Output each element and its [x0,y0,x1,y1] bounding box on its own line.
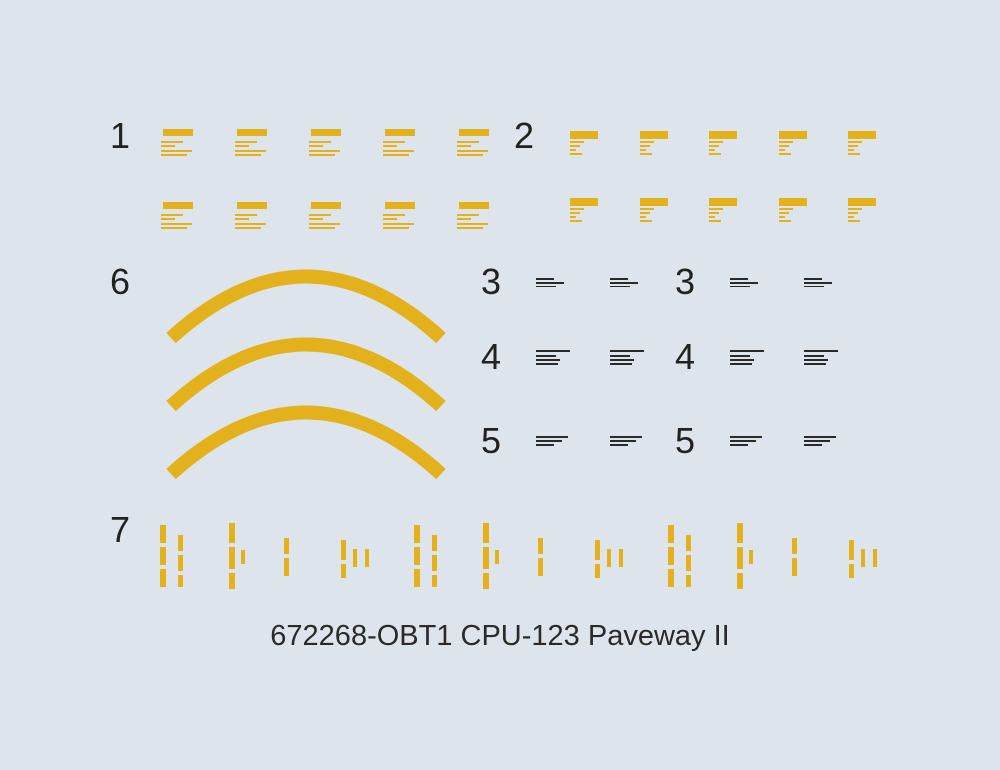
group-label-3b: 3 [675,261,696,302]
decal-2-stencil [779,131,807,155]
decal-2-stencil [848,198,876,222]
decal-7-stripe [414,525,437,587]
group-label-4a: 4 [481,336,502,377]
sheet-caption: 672268-OBT1 CPU-123 Paveway II [270,620,730,652]
decal-6-arc-band [166,405,446,480]
decal-2-stencil [709,198,737,222]
decal-7-stripe [792,538,797,576]
decal-4-stencil [610,350,644,365]
decal-4-stencil [536,350,570,365]
decal-6-arc-band [166,269,446,344]
decal-1-stencil [383,202,415,229]
group-label-6: 6 [110,261,131,302]
decal-2-stencil [570,198,598,222]
decal-7-stripe [229,523,245,589]
decal-2-stencil [779,198,807,222]
decal-3-stencil [730,278,758,287]
decal-2-stencil [640,198,668,222]
decal-2-stencil [570,131,598,155]
group-label-5a: 5 [481,420,502,461]
group-label-5b: 5 [675,420,696,461]
group-label-7: 7 [110,509,131,550]
group-label-3a: 3 [481,261,502,302]
decal-1-stencil [235,129,267,156]
group-label-2: 2 [514,115,535,156]
decal-7-stripe [341,540,369,578]
decal-3-stencil [804,278,832,287]
group-label-4b: 4 [675,336,696,377]
decal-7-stripe [538,538,543,576]
decal-6-arc-band [166,337,446,412]
decal-1-stencil [161,202,193,229]
decal-7-stripe [483,523,499,589]
decal-2-stencil [848,131,876,155]
decal-1-stencil [235,202,267,229]
decal-7-stripe [737,523,753,589]
decal-7-stripe [160,525,183,587]
decal-1-stencil [457,129,489,156]
decal-1-stencil [457,202,489,229]
decal-5-stencil [804,436,836,446]
decal-5-stencil [536,436,568,446]
decal-7-stripe [284,538,289,576]
decal-7-stripe [668,525,691,587]
decal-5-stencil [730,436,762,446]
decal-1-stencil [383,129,415,156]
decal-5-stencil [610,436,642,446]
decal-1-stencil [161,129,193,156]
decal-3-stencil [610,278,638,287]
decal-4-stencil [804,350,838,365]
decal-3-stencil [536,278,564,287]
decal-1-stencil [309,129,341,156]
decal-2-stencil [709,131,737,155]
decal-7-stripe [595,540,623,578]
decal-7-stripe [849,540,877,578]
group-label-1: 1 [110,115,131,156]
decal-4-stencil [730,350,764,365]
decal-2-stencil [640,131,668,155]
decal-1-stencil [309,202,341,229]
